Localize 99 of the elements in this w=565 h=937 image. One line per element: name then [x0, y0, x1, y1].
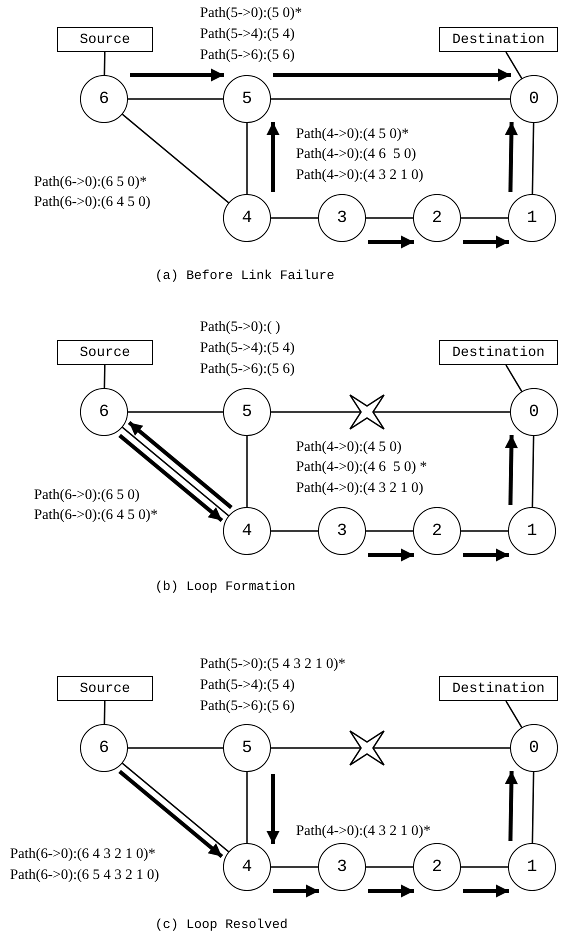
endpoint-box: Destination	[439, 340, 558, 365]
route-arrow	[130, 68, 224, 82]
link-line	[246, 436, 248, 507]
route-arrow	[504, 770, 518, 842]
link-line	[122, 426, 230, 516]
link-line	[532, 772, 534, 844]
link-line	[366, 866, 413, 868]
route-arrow	[273, 68, 511, 82]
path-entry: Path(6->0):(6 4 5 0)*	[34, 507, 158, 523]
link-line	[128, 98, 223, 100]
router-node: 5	[223, 75, 271, 123]
router-node: 5	[223, 724, 271, 772]
endpoint-box: Source	[57, 676, 153, 701]
link-line	[122, 114, 230, 204]
link-line	[104, 364, 106, 388]
link-line	[122, 762, 230, 852]
path-entry: Path(4->0):(4 6 5 0)	[296, 146, 416, 162]
router-node: 6	[80, 724, 128, 772]
link-line	[128, 747, 223, 749]
router-node: 4	[223, 507, 271, 555]
link-line	[271, 98, 510, 100]
route-arrow	[128, 420, 233, 510]
route-arrow	[463, 236, 509, 248]
link-line	[246, 123, 248, 194]
panel-caption: (a) Before Link Failure	[155, 268, 334, 284]
link-line	[271, 747, 510, 749]
link-line	[104, 52, 106, 76]
endpoint-box: Source	[57, 27, 153, 52]
link-line	[271, 866, 318, 868]
router-node: 0	[510, 388, 558, 436]
router-node: 1	[508, 843, 556, 891]
link-line	[461, 866, 508, 868]
route-arrow	[368, 236, 414, 248]
router-node: 4	[223, 194, 271, 242]
path-entry: Path(4->0):(4 3 2 1 0)	[296, 167, 424, 183]
path-entry: Path(5->0):(5 0)*	[200, 5, 302, 21]
path-entry: Path(5->6):(5 6)	[200, 47, 295, 63]
endpoint-box: Destination	[439, 27, 558, 52]
path-entry: Path(6->0):(6 4 3 2 1 0)*	[10, 846, 156, 862]
link-line	[505, 700, 522, 728]
panel-caption: (b) Loop Formation	[155, 579, 296, 595]
endpoint-box: Destination	[439, 676, 558, 701]
path-entry: Path(5->6):(5 6)	[200, 361, 295, 377]
route-arrow	[504, 434, 518, 506]
route-arrow	[368, 548, 414, 562]
path-entry: Path(6->0):(6 5 0)*	[34, 174, 147, 190]
link-line	[271, 411, 510, 413]
route-arrow	[504, 122, 518, 192]
path-entry: Path(4->0):(4 5 0)	[296, 439, 402, 455]
link-line	[246, 772, 248, 843]
router-node: 2	[413, 194, 461, 242]
router-node: 6	[80, 388, 128, 436]
path-entry: Path(5->0):(5 4 3 2 1 0)*	[200, 656, 346, 672]
route-arrow	[273, 884, 319, 898]
path-entry: Path(5->4):(5 4)	[200, 340, 295, 356]
path-entry: Path(5->0):( )	[200, 319, 280, 335]
route-arrow	[463, 884, 509, 898]
path-entry: Path(6->0):(6 5 0)	[34, 487, 140, 503]
path-entry: Path(5->4):(5 4)	[200, 677, 295, 693]
link-line	[366, 530, 413, 532]
path-entry: Path(6->0):(6 5 4 3 2 1 0)	[10, 867, 160, 883]
link-line	[366, 217, 413, 219]
path-entry: Path(4->0):(4 6 5 0) *	[296, 459, 428, 475]
link-line	[532, 436, 534, 508]
link-line	[104, 700, 106, 724]
link-line	[461, 530, 508, 532]
route-arrow	[118, 434, 224, 522]
router-node: 3	[318, 507, 366, 555]
path-entry: Path(5->4):(5 4)	[200, 26, 295, 42]
router-node: 6	[80, 75, 128, 123]
path-entry: Path(4->0):(4 3 2 1 0)	[296, 480, 424, 496]
route-arrow	[118, 770, 224, 858]
router-node: 2	[413, 843, 461, 891]
link-line	[461, 217, 508, 219]
router-node: 5	[223, 388, 271, 436]
link-line	[532, 122, 534, 194]
link-line	[271, 530, 318, 532]
route-arrow	[463, 548, 509, 562]
link-line	[505, 364, 522, 392]
path-entry: Path(4->0):(4 5 0)*	[296, 126, 409, 142]
router-node: 4	[223, 843, 271, 891]
router-node: 0	[510, 724, 558, 772]
router-node: 3	[318, 843, 366, 891]
route-arrow	[368, 884, 414, 898]
router-node: 2	[413, 507, 461, 555]
router-node: 1	[508, 194, 556, 242]
path-entry: Path(5->6):(5 6)	[200, 698, 295, 714]
link-line	[128, 411, 223, 413]
endpoint-box: Source	[57, 340, 153, 365]
path-entry: Path(4->0):(4 3 2 1 0)*	[296, 823, 431, 839]
link-line	[271, 217, 318, 219]
router-node: 3	[318, 194, 366, 242]
link-line	[505, 52, 522, 79]
router-node: 0	[510, 75, 558, 123]
route-arrow	[266, 774, 280, 844]
route-arrow	[266, 122, 280, 192]
router-node: 1	[508, 507, 556, 555]
path-entry: Path(6->0):(6 4 5 0)	[34, 194, 151, 210]
panel-caption: (c) Loop Resolved	[155, 917, 288, 933]
